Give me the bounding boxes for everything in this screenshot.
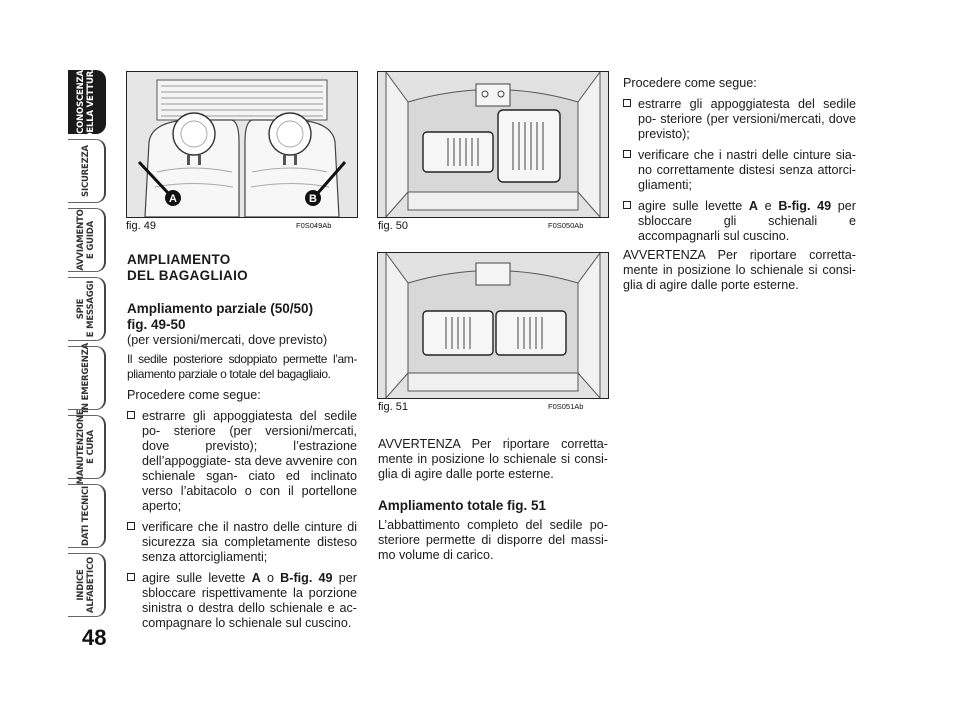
figure-49-image: A B (126, 71, 358, 218)
page-number: 48 (82, 625, 107, 650)
total-fold-illustration (378, 253, 608, 398)
list-item: verificare che il nastro delle cinture d… (127, 520, 357, 565)
tab-label: IN EMERGENZA (81, 342, 91, 414)
fig-ref: B-fig. 49 (778, 199, 832, 213)
tab-manutenzione-e-cura[interactable]: MANUTENZIONE E CURA (68, 410, 106, 484)
tab-label: AVVIAMENTO E GUIDA (76, 209, 96, 271)
tab-sicurezza[interactable]: SICUREZZA (68, 139, 106, 203)
subheading-partial: Ampliamento parziale (50/50) (127, 301, 314, 316)
tab-in-emergenza[interactable]: IN EMERGENZA (68, 342, 106, 414)
list-item-text-pre: agire sulle levette (638, 199, 749, 213)
intro-paragraph: Il sedile posteriore sdoppiato permette … (127, 352, 357, 381)
list-item: agire sulle levette A o B-fig. 49 per sb… (127, 571, 357, 631)
figure-49-code: F0S049Ab (296, 221, 332, 230)
partial-fold-illustration (378, 72, 608, 217)
list-item-text-mid: e (758, 199, 779, 213)
figure-50-image (377, 71, 609, 218)
tab-label: DATI TECNICI (81, 485, 91, 547)
figure-51-caption: fig. 51 (378, 401, 408, 413)
list-item-text-mid: o (260, 571, 281, 585)
tab-label: SPIE E MESSAGGI (76, 280, 96, 338)
tab-dati-tecnici[interactable]: DATI TECNICI (68, 484, 106, 548)
right-text-column: Procedere come segue: estrarre gli appog… (623, 76, 856, 293)
figure-49-caption: fig. 49 (126, 220, 156, 232)
subheading-note: (per versioni/mercati, dove previsto) (127, 333, 328, 347)
lever-a-label: A (169, 193, 177, 205)
checkbox-bullet-icon (623, 150, 631, 158)
lever-b-label: B (309, 193, 317, 205)
section-heading-line1: AMPLIAMENTO (127, 252, 231, 267)
list-item: verificare che i nastri delle cinture si… (623, 148, 856, 193)
subheading-partial-ref: fig. 49-50 (127, 317, 186, 332)
tab-label: SICUREZZA (81, 145, 91, 197)
list-item-text: estrarre gli appoggiatesta del sedile po… (638, 97, 856, 141)
list-item: estrarre gli appoggiatesta del sedile po… (623, 97, 856, 142)
checkbox-bullet-icon (623, 201, 631, 209)
list-item-text-post: per sbloccare rispettivamente la porzion… (142, 571, 357, 630)
tab-spie-e-messaggi[interactable]: SPIE E MESSAGGI (68, 277, 106, 341)
list-item-text: estrarre gli appoggiatesta del sedile po… (142, 409, 357, 513)
list-item: estrarre gli appoggiatesta del sedile po… (127, 409, 357, 514)
fig-ref: B-fig. 49 (280, 571, 333, 585)
lever-a-marker (165, 190, 181, 206)
list-item: agire sulle levette A e B-fig. 49 per sb… (623, 199, 856, 244)
left-text-column: AMPLIAMENTO DEL BAGAGLIAIO Ampliamento p… (127, 252, 357, 631)
total-fold-paragraph: L’abbattimento completo del sedile po- s… (378, 518, 608, 562)
list-item-text-post: per sbloccare gli schienali e accompagna… (638, 199, 856, 243)
checkbox-bullet-icon (623, 99, 631, 107)
lever-a-ref: A (251, 571, 261, 585)
subheading-total: Ampliamento totale fig. 51 (378, 498, 547, 513)
checkbox-bullet-icon (127, 522, 135, 530)
middle-text-column: AVVERTENZA Per riportare corretta- mente… (378, 437, 608, 563)
lever-b-marker (305, 190, 321, 206)
checkbox-bullet-icon (127, 573, 135, 581)
procedure-label: Procedere come segue: (127, 388, 261, 402)
list-item-text: verificare che il nastro delle cinture d… (142, 520, 357, 564)
tab-label: CONOSCENZA DELLA VETTURA (76, 64, 96, 140)
list-item-text: verificare che i nastri delle cinture si… (638, 148, 856, 192)
tab-avviamento-e-guida[interactable]: AVVIAMENTO E GUIDA (68, 208, 106, 272)
list-item-text-pre: agire sulle levette (142, 571, 252, 585)
procedure-label: Procedere come segue: (623, 76, 757, 90)
tab-indice-alfabetico[interactable]: INDICE ALFABETICO (68, 553, 106, 617)
figure-51-image (377, 252, 609, 399)
figure-50-code: F0S050Ab (548, 221, 584, 230)
rear-seat-illustration: A B (127, 72, 357, 217)
figure-50-caption: fig. 50 (378, 220, 408, 232)
checkbox-bullet-icon (127, 411, 135, 419)
lever-a-ref: A (748, 199, 759, 213)
figure-51-code: F0S051Ab (548, 402, 584, 411)
tab-label: INDICE ALFABETICO (76, 556, 96, 614)
warning-paragraph: AVVERTENZA Per riportare corretta- mente… (623, 248, 856, 292)
warning-paragraph: AVVERTENZA Per riportare corretta- mente… (378, 437, 608, 481)
section-heading-line2: DEL BAGAGLIAIO (127, 268, 248, 283)
tab-conoscenza-della-vettura[interactable]: CONOSCENZA DELLA VETTURA (68, 65, 106, 139)
tab-label: MANUTENZIONE E CURA (76, 409, 96, 485)
